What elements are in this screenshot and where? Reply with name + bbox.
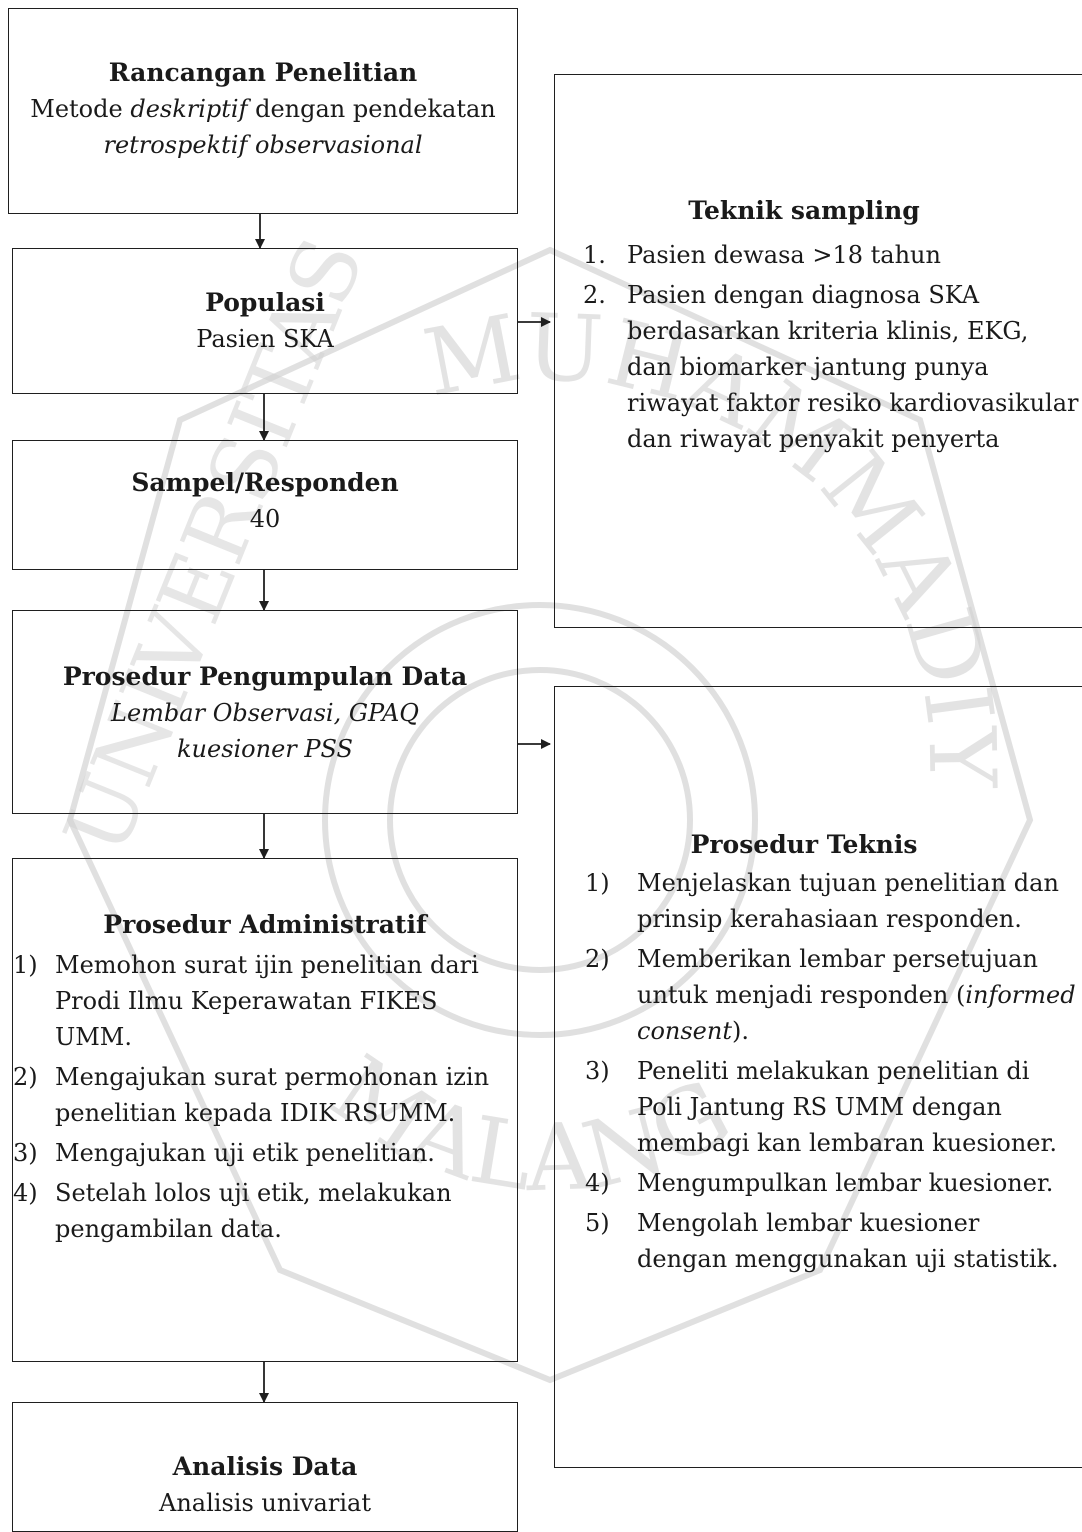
list-item: 4) Mengumpulkan lembar kuesioner. [585,1169,1054,1197]
admin-procedure-title: Prosedur Administratif [103,910,427,939]
list-item: 2) Memberikan lembar persetujuan untuk m… [585,945,1076,1045]
data-collection-line-2: kuesioner PSS [176,735,353,763]
sample-box: Sampel/Responden 40 [12,440,518,570]
sample-text: 40 [249,505,281,533]
data-collection-title: Prosedur Pengumpulan Data [62,662,468,691]
population-text: Pasien SKA [196,325,334,353]
sampling-technique-title: Teknik sampling [688,196,920,225]
admin-procedure-list: 1) Memohon surat ijin penelitian dari Pr… [13,947,517,1247]
research-design-title: Rancangan Penelitian [108,58,418,87]
analysis-title: Analisis Data [172,1452,358,1481]
sample-title: Sampel/Responden [131,468,399,497]
list-item: 1. Pasien dewasa >18 tahun [583,241,941,269]
list-item: 1) Memohon surat ijin penelitian dari Pr… [13,951,479,1051]
list-item: 3) Mengajukan uji etik penelitian. [13,1139,435,1167]
technical-procedure-box: Prosedur Teknis 1) Menjelaskan tujuan pe… [554,686,1082,1468]
list-item: 1) Menjelaskan tujuan penelitian dan pri… [585,869,1059,933]
list-item: 5) Mengolah lembar kuesioner dengan meng… [585,1209,1059,1273]
list-item: 3) Peneliti melakukan penelitian di Poli… [585,1057,1057,1157]
research-design-line-1: Metode deskriptif dengan pendekatan [30,95,496,123]
data-collection-line-1: Lembar Observasi, GPAQ [111,699,419,727]
technical-procedure-title: Prosedur Teknis [690,830,918,859]
list-item: 2. Pasien dengan diagnosa SKA berdasarka… [583,281,1079,453]
population-title: Populasi [205,288,325,317]
population-box: Populasi Pasien SKA [12,248,518,394]
analysis-text: Analisis univariat [159,1489,371,1517]
list-item: 4) Setelah lolos uji etik, melakukan pen… [13,1179,452,1243]
admin-procedure-box: Prosedur Administratif 1) Memohon surat … [12,858,518,1362]
sampling-technique-list: 1. Pasien dewasa >18 tahun 2. Pasien den… [555,237,1082,457]
analysis-box: Analisis Data Analisis univariat [12,1402,518,1532]
research-design-box: Rancangan Penelitian Metode deskriptif d… [8,8,518,214]
technical-procedure-list: 1) Menjelaskan tujuan penelitian dan pri… [555,865,1082,1277]
data-collection-box: Prosedur Pengumpulan Data Lembar Observa… [12,610,518,814]
list-item: 2) Mengajukan surat permohonan izin pene… [13,1063,490,1127]
research-design-line-2: retrospektif observasional [103,131,423,159]
sampling-technique-box: Teknik sampling 1. Pasien dewasa >18 tah… [554,74,1082,628]
